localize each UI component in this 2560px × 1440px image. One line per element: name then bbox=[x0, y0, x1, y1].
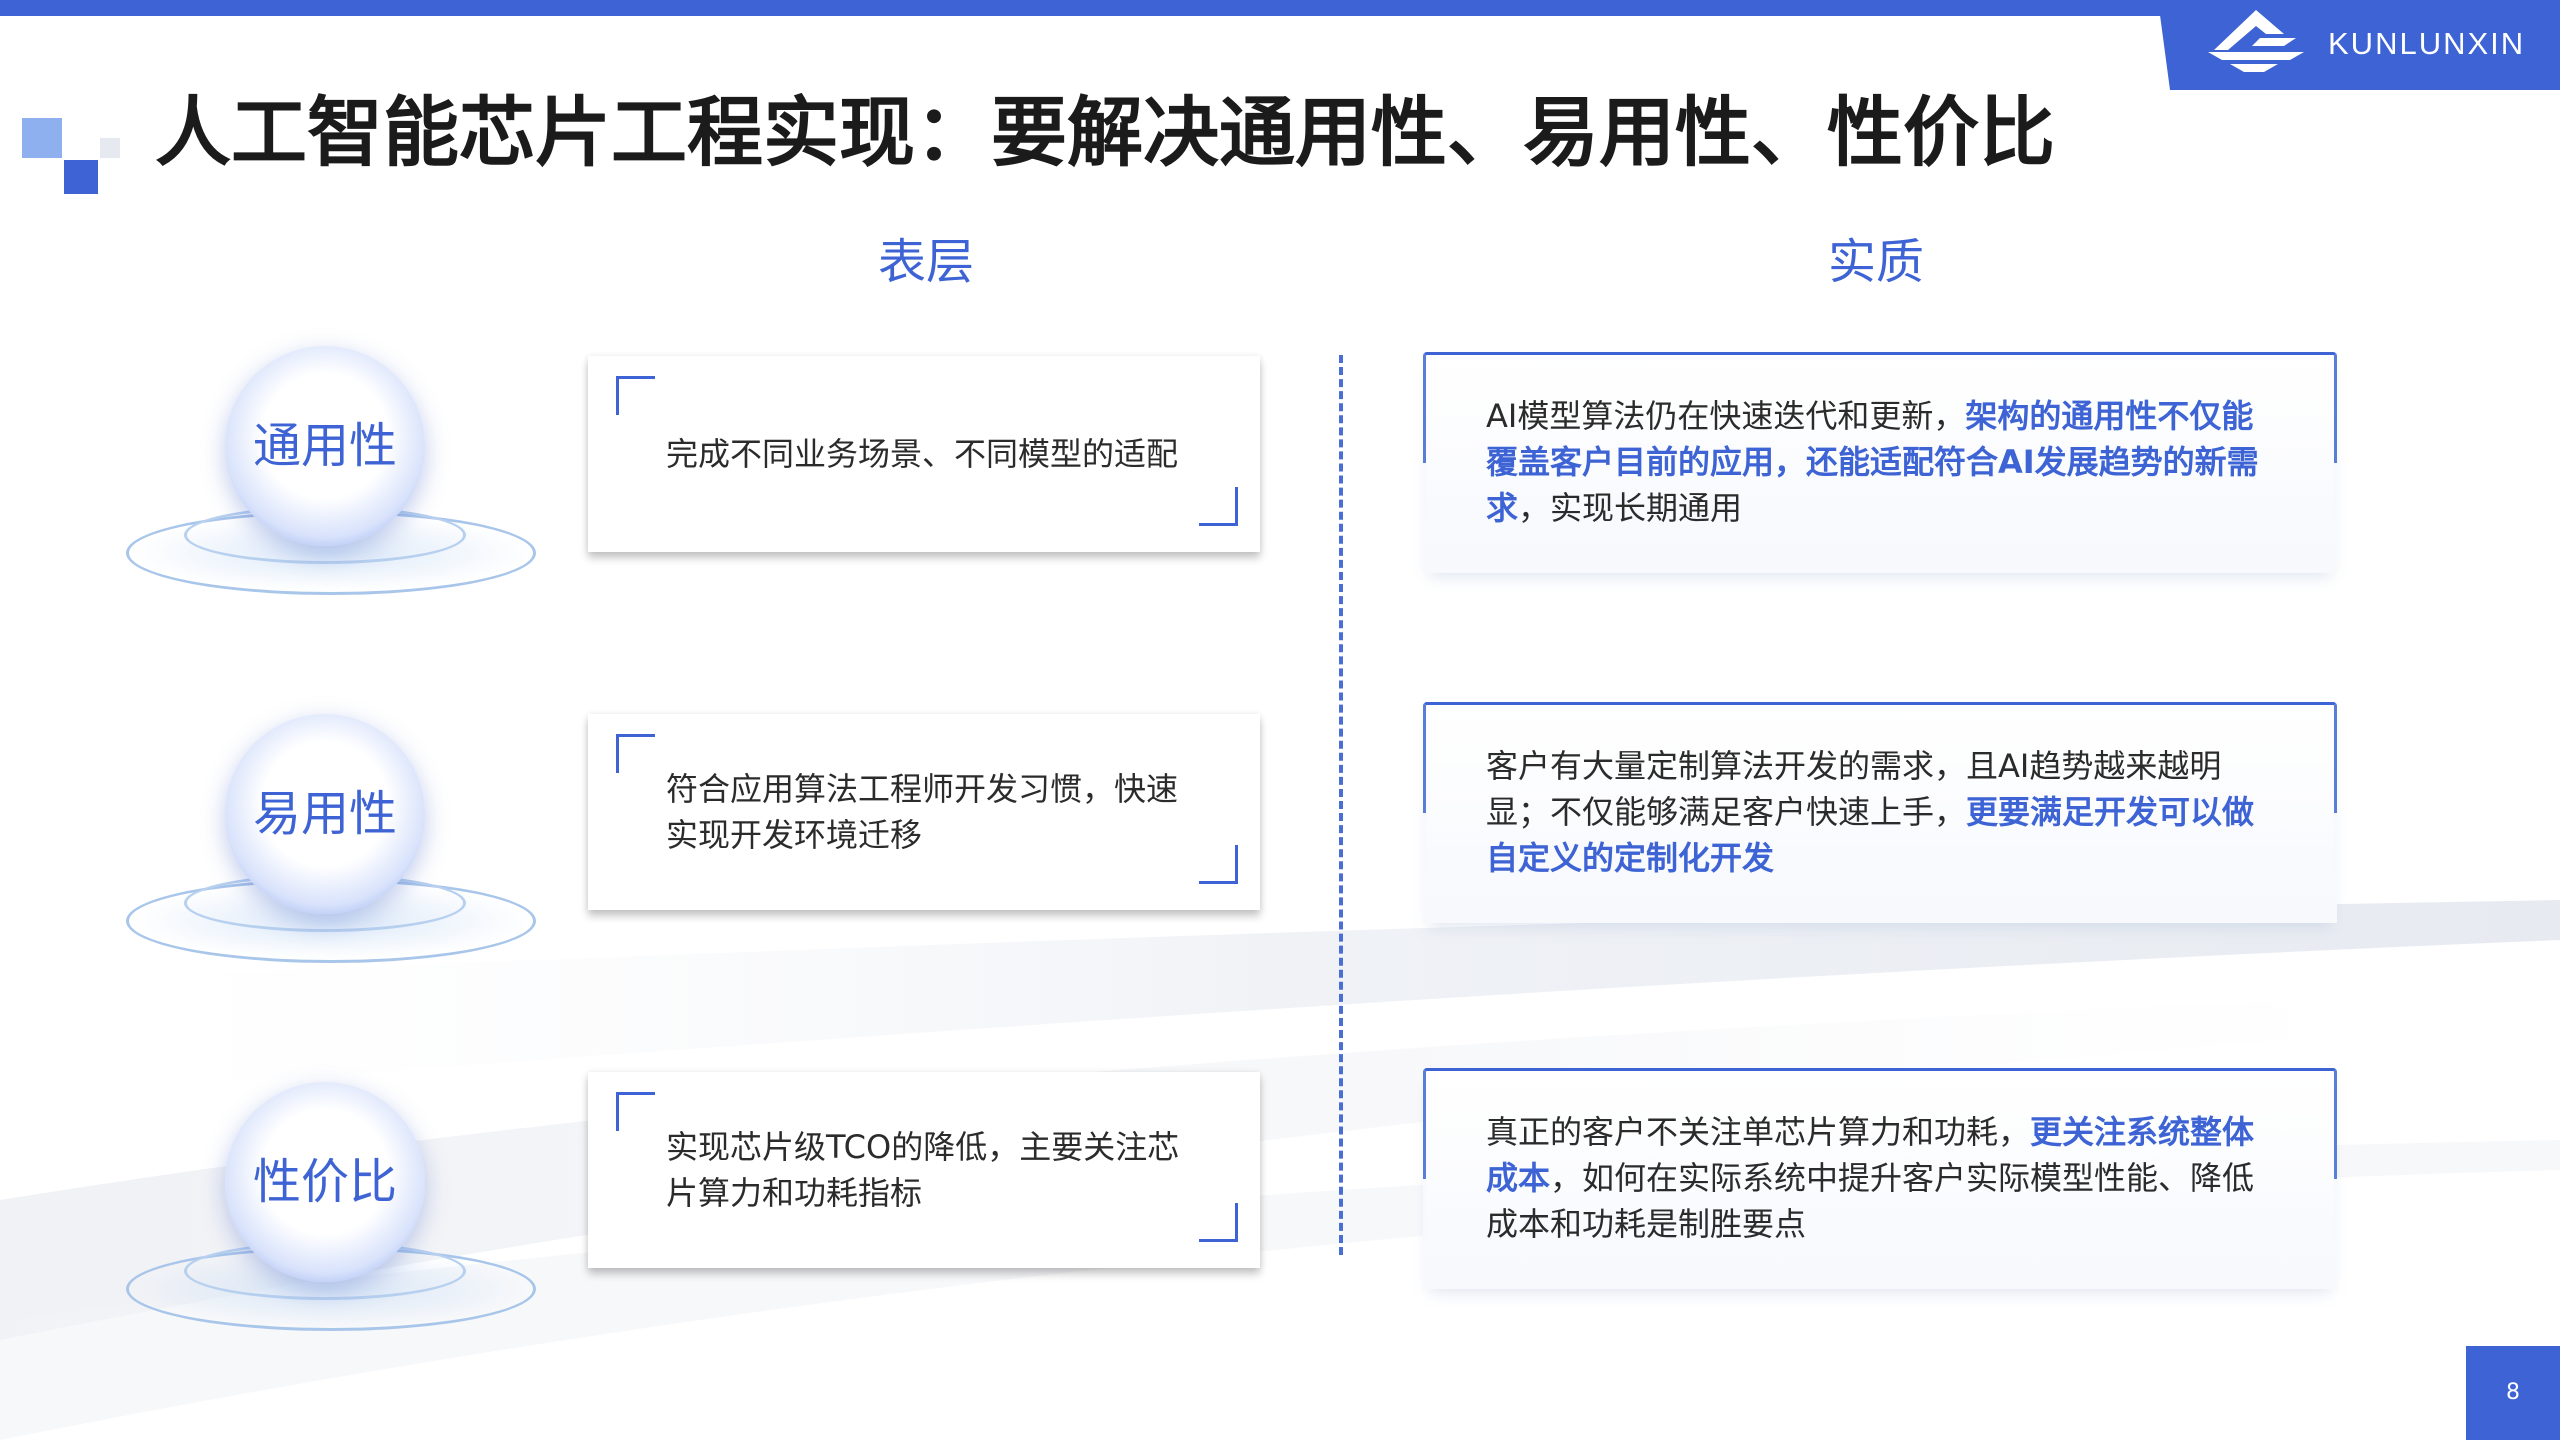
essence-text: 客户有大量定制算法开发的需求，且AI趋势越来越明显；不仅能够满足客户快速上手，更… bbox=[1486, 747, 2255, 877]
essence-card-usability: 客户有大量定制算法开发的需求，且AI趋势越来越明显；不仅能够满足客户快速上手，更… bbox=[1423, 702, 2337, 923]
column-header-essence: 实质 bbox=[1827, 234, 1924, 290]
page-title: 人工智能芯片工程实现：要解决通用性、易用性、性价比 bbox=[155, 88, 2055, 177]
essence-text: 真正的客户不关注单芯片算力和功耗，更关注系统整体成本，如何在实际系统中提升客户实… bbox=[1486, 1113, 2255, 1243]
corner-bracket-icon bbox=[1199, 845, 1238, 884]
sphere-cost-performance: 性价比 bbox=[126, 1082, 536, 1342]
surface-card-usability: 符合应用算法工程师开发习惯，快速实现开发环境迁移 bbox=[588, 714, 1260, 910]
sphere-usability: 易用性 bbox=[126, 714, 536, 974]
sphere-label: 性价比 bbox=[252, 1154, 397, 1210]
corner-bracket-icon bbox=[1199, 487, 1238, 526]
column-header-surface: 表层 bbox=[877, 234, 974, 290]
essence-card-generality: AI模型算法仍在快速迭代和更新，架构的通用性不仅能覆盖客户目前的应用，还能适配符… bbox=[1423, 352, 2337, 573]
essence-text: AI模型算法仍在快速迭代和更新，架构的通用性不仅能覆盖客户目前的应用，还能适配符… bbox=[1486, 397, 2259, 527]
kunlunxin-logo-icon bbox=[2208, 10, 2304, 72]
page-number: 8 bbox=[2506, 1380, 2520, 1405]
brand-name: KUNLUNXIN bbox=[2328, 26, 2526, 61]
top-accent-bar bbox=[0, 0, 2560, 16]
surface-card-cost-performance: 实现芯片级TCO的降低，主要关注芯片算力和功耗指标 bbox=[588, 1072, 1260, 1268]
sphere-label: 易用性 bbox=[252, 786, 397, 842]
surface-text: 符合应用算法工程师开发习惯，快速实现开发环境迁移 bbox=[666, 770, 1179, 854]
corner-bracket-icon bbox=[1199, 1203, 1238, 1242]
sphere-label: 通用性 bbox=[252, 418, 397, 474]
page-number-box: 8 bbox=[2466, 1346, 2560, 1440]
corner-bracket-icon bbox=[616, 376, 655, 415]
essence-card-cost-performance: 真正的客户不关注单芯片算力和功耗，更关注系统整体成本，如何在实际系统中提升客户实… bbox=[1423, 1068, 2337, 1289]
surface-text: 完成不同业务场景、不同模型的适配 bbox=[666, 435, 1179, 473]
corner-bracket-icon bbox=[616, 1092, 655, 1131]
title-decoration bbox=[22, 114, 122, 194]
sphere-generality: 通用性 bbox=[126, 346, 536, 606]
surface-text: 实现芯片级TCO的降低，主要关注芯片算力和功耗指标 bbox=[666, 1128, 1180, 1212]
surface-card-generality: 完成不同业务场景、不同模型的适配 bbox=[588, 356, 1260, 552]
corner-bracket-icon bbox=[616, 734, 655, 773]
column-divider bbox=[1339, 355, 1343, 1255]
